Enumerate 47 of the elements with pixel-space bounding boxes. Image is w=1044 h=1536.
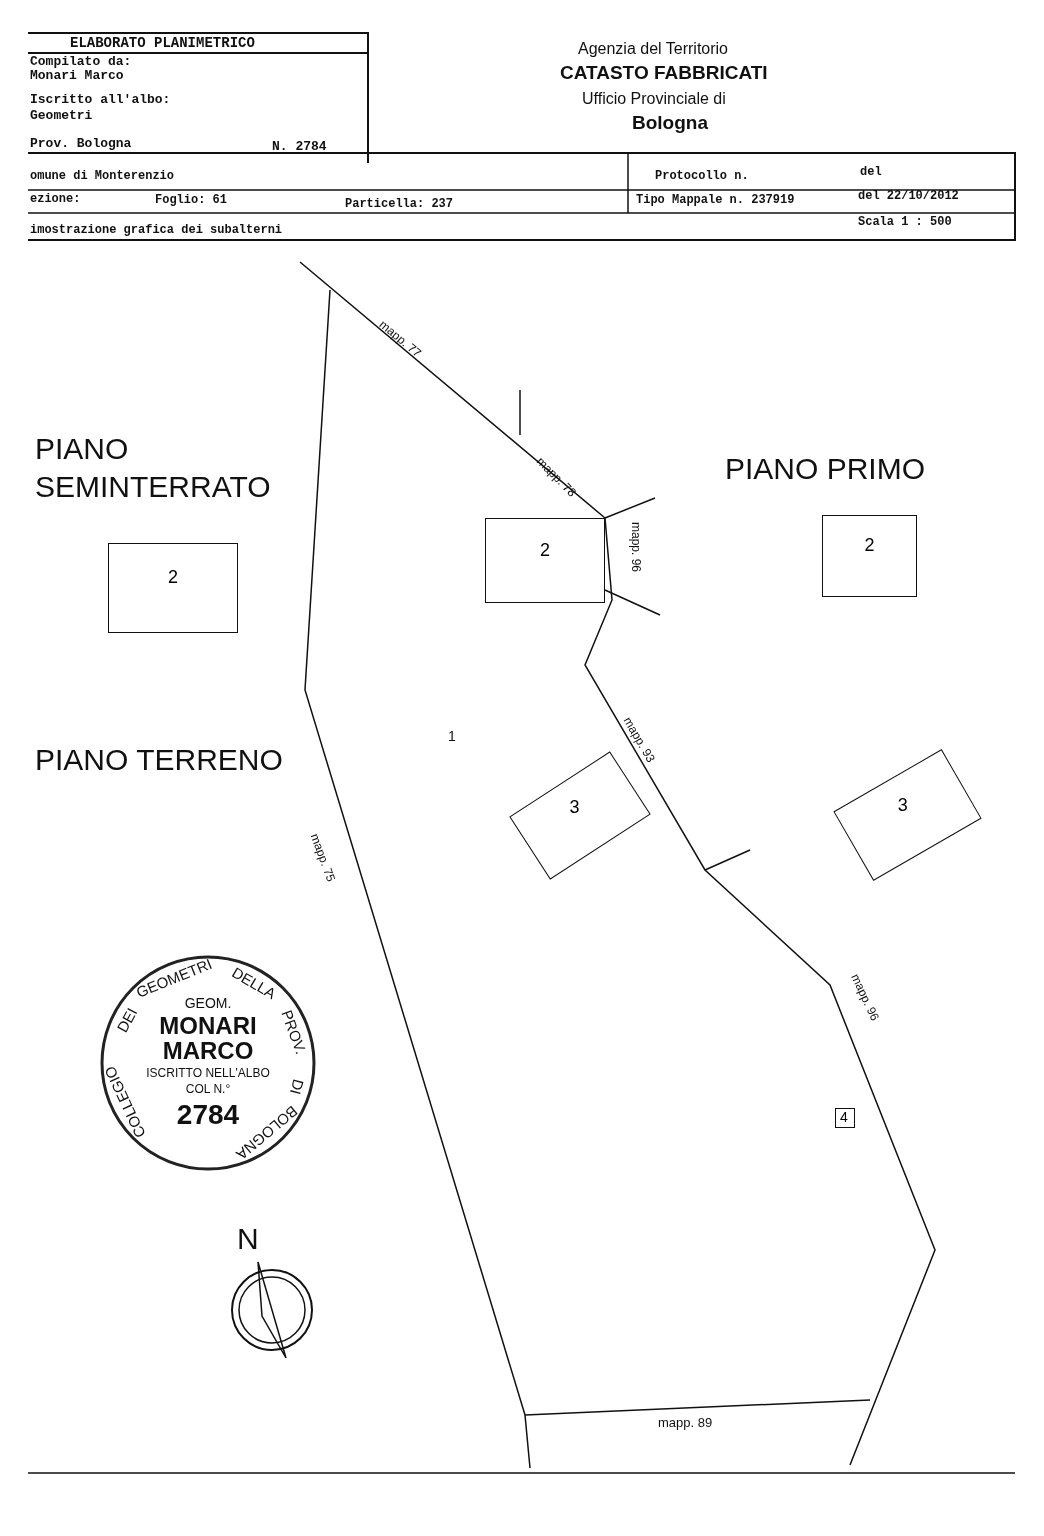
building-outline — [485, 518, 605, 603]
floor-label: PIANO SEMINTERRATO — [35, 431, 272, 505]
agency-text: Ufficio Provinciale di — [582, 90, 726, 109]
stamp-text: GEOM. — [184, 994, 232, 1012]
stamp-text: PROV. — [278, 1007, 311, 1056]
header-text: del 22/10/2012 — [858, 190, 959, 204]
unit-marker — [835, 1108, 855, 1128]
header-text: Foglio: 61 — [155, 194, 227, 208]
agency-text: CATASTO FABBRICATI — [560, 62, 768, 84]
header-text: N. 2784 — [272, 140, 327, 155]
unit-number: 3 — [569, 796, 580, 818]
header-text: imostrazione grafica dei subalterni — [30, 224, 283, 238]
building-outline — [108, 543, 238, 633]
stamp-text: MONARI MARCO — [158, 1012, 258, 1064]
unit-number: 2 — [864, 535, 875, 556]
header-text: Geometri — [30, 109, 93, 124]
agency-text: Bologna — [632, 112, 708, 134]
header-text: ezione: — [30, 193, 81, 207]
parcel-label: mapp. 96 — [847, 972, 882, 1024]
title: ELABORATO PLANIMETRICO — [70, 35, 255, 52]
stamp-text: DI — [286, 1077, 308, 1097]
header-text: Prov. Bologna — [30, 137, 132, 152]
unit-number: 4 — [840, 1109, 848, 1125]
agency-text: Agenzia del Territorio — [578, 40, 728, 59]
unit-number: 2 — [168, 567, 178, 588]
parcel-label: mapp. 89 — [658, 1416, 713, 1431]
parcel-label: mapp. 96 — [628, 522, 642, 573]
stamp-text: COL N.° — [185, 1083, 231, 1097]
header-text: Compilato da: — [30, 55, 132, 70]
header-text: Tipo Mappale n. 237919 — [636, 194, 795, 208]
header-text: del — [860, 166, 882, 180]
stamp-text: ISCRITTO NELL'ALBO — [146, 1067, 270, 1081]
header-text: Monari Marco — [30, 69, 124, 84]
area-number: 1 — [448, 728, 456, 745]
header-text: Iscritto all'albo: — [30, 93, 171, 108]
north-letter: N — [237, 1222, 259, 1257]
floor-label: PIANO PRIMO — [725, 451, 927, 487]
header-text: Scala 1 : 500 — [858, 216, 952, 230]
header-text: Particella: 237 — [345, 198, 454, 212]
parcel-label: mapp. 75 — [307, 832, 338, 884]
header-text: omune di Monterenzio — [30, 170, 175, 184]
unit-number: 2 — [540, 539, 550, 561]
stamp-text: DEI — [113, 1004, 141, 1035]
floor-label: PIANO TERRENO — [35, 743, 283, 778]
header-text: Protocollo n. — [655, 170, 749, 184]
unit-number: 3 — [897, 795, 908, 817]
building-outline — [822, 515, 917, 597]
